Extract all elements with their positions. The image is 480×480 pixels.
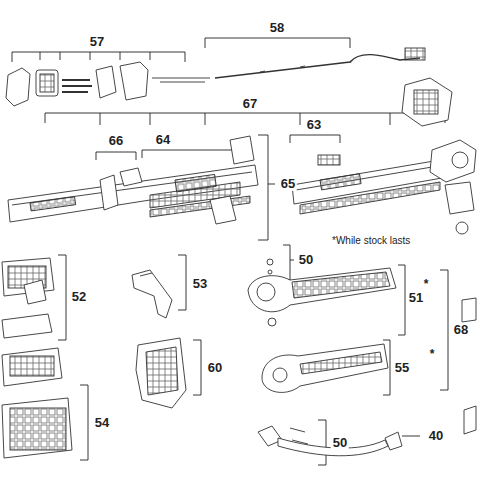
callout-number: 66 — [107, 134, 125, 148]
callout-number: 64 — [154, 133, 172, 147]
callout-number: 50 — [297, 253, 315, 267]
callout-number: 68 — [452, 323, 470, 337]
callout-number: 65 — [279, 177, 297, 191]
note-text: *While stock lasts — [330, 235, 412, 246]
callout-number: 40 — [427, 429, 445, 443]
callout-number: * — [422, 278, 431, 291]
callout-number: 50 — [331, 436, 349, 450]
callout-number: 53 — [191, 277, 209, 291]
callout-number: 55 — [393, 361, 411, 375]
callout-number: * — [428, 348, 437, 361]
callout-number: 51 — [407, 291, 425, 305]
callout-number: 67 — [241, 97, 259, 111]
callout-number: 57 — [88, 35, 106, 49]
callout-number: 60 — [206, 361, 224, 375]
callout-number: 63 — [305, 118, 323, 132]
callout-number: 58 — [268, 21, 286, 35]
callout-number: 52 — [70, 290, 88, 304]
callout-number: 54 — [93, 416, 111, 430]
